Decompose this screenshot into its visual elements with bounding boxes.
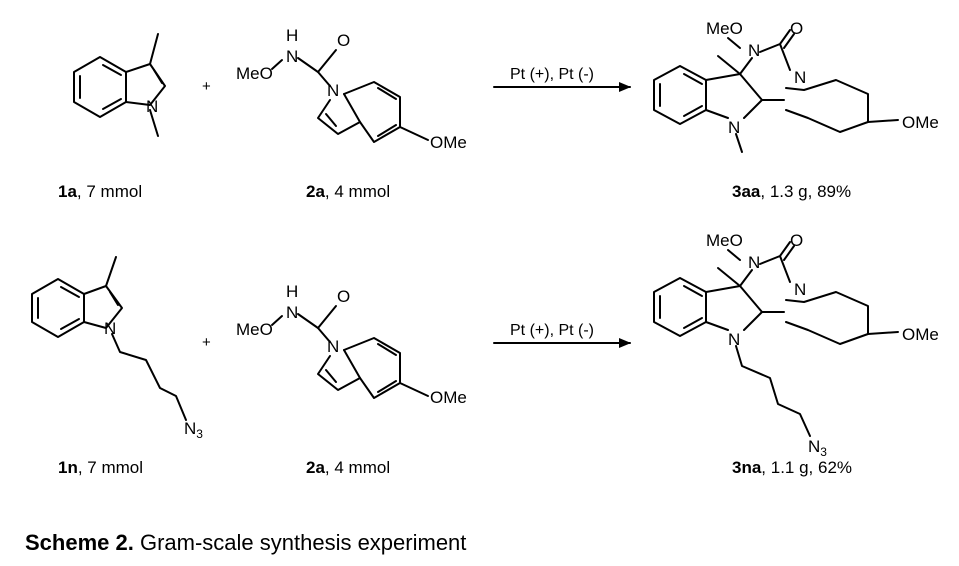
azide-label: N3 (808, 437, 827, 459)
atom-n: N (286, 303, 298, 322)
caption-text: Gram-scale synthesis experiment (133, 530, 467, 555)
atom-n-indoline: N (728, 330, 740, 349)
structure-3aa: MeO N O N N OMe (653, 19, 939, 153)
atom-o: O (790, 231, 803, 250)
conditions-label: Pt (+), Pt (-) (510, 66, 594, 83)
structure-1a: N (73, 33, 166, 137)
compound-label-1n: 1n, 7 mmol (58, 458, 143, 477)
plus-sign: + (202, 334, 211, 351)
scheme-caption: Scheme 2. Gram-scale synthesis experimen… (25, 530, 466, 556)
atom-n-indoline: N (728, 118, 740, 137)
meo-label: MeO (706, 231, 743, 250)
structure-2a: H N O MeO N OMe (236, 26, 467, 152)
ome-label: OMe (902, 113, 939, 132)
ome-label: OMe (902, 325, 939, 344)
atom-n-top: N (748, 253, 760, 272)
meo-label: MeO (236, 64, 273, 83)
atom-n-top: N (748, 41, 760, 60)
compound-label-2a: 2a, 4 mmol (306, 182, 390, 201)
azide-label: N3 (184, 419, 203, 441)
structure-2a-row2: H N O MeO N OMe (236, 282, 467, 407)
caption-label: Scheme 2. (25, 530, 134, 555)
atom-h: H (286, 282, 298, 301)
ome-label: OMe (430, 388, 467, 407)
atom-o: O (337, 31, 350, 50)
meo-label: MeO (236, 320, 273, 339)
ome-label: OMe (430, 133, 467, 152)
compound-label-3aa: 3aa, 1.3 g, 89% (732, 182, 851, 201)
compound-label-1a: 1a, 7 mmol (58, 182, 142, 201)
plus-sign: + (202, 78, 211, 95)
atom-n: N (286, 47, 298, 66)
atom-n-right: N (794, 68, 806, 87)
atom-o: O (790, 19, 803, 38)
compound-label-2a: 2a, 4 mmol (306, 458, 390, 477)
conditions-label: Pt (+), Pt (-) (510, 322, 594, 339)
meo-label: MeO (706, 19, 743, 38)
atom-o: O (337, 287, 350, 306)
structure-1n: N N3 (31, 256, 203, 441)
atom-n: N (104, 319, 116, 338)
atom-n: N (146, 97, 158, 116)
atom-h: H (286, 26, 298, 45)
structure-3na: MeO N O N N OMe N3 (653, 231, 939, 459)
compound-label-3na: 3na, 1.1 g, 62% (732, 458, 852, 477)
atom-n-right: N (794, 280, 806, 299)
